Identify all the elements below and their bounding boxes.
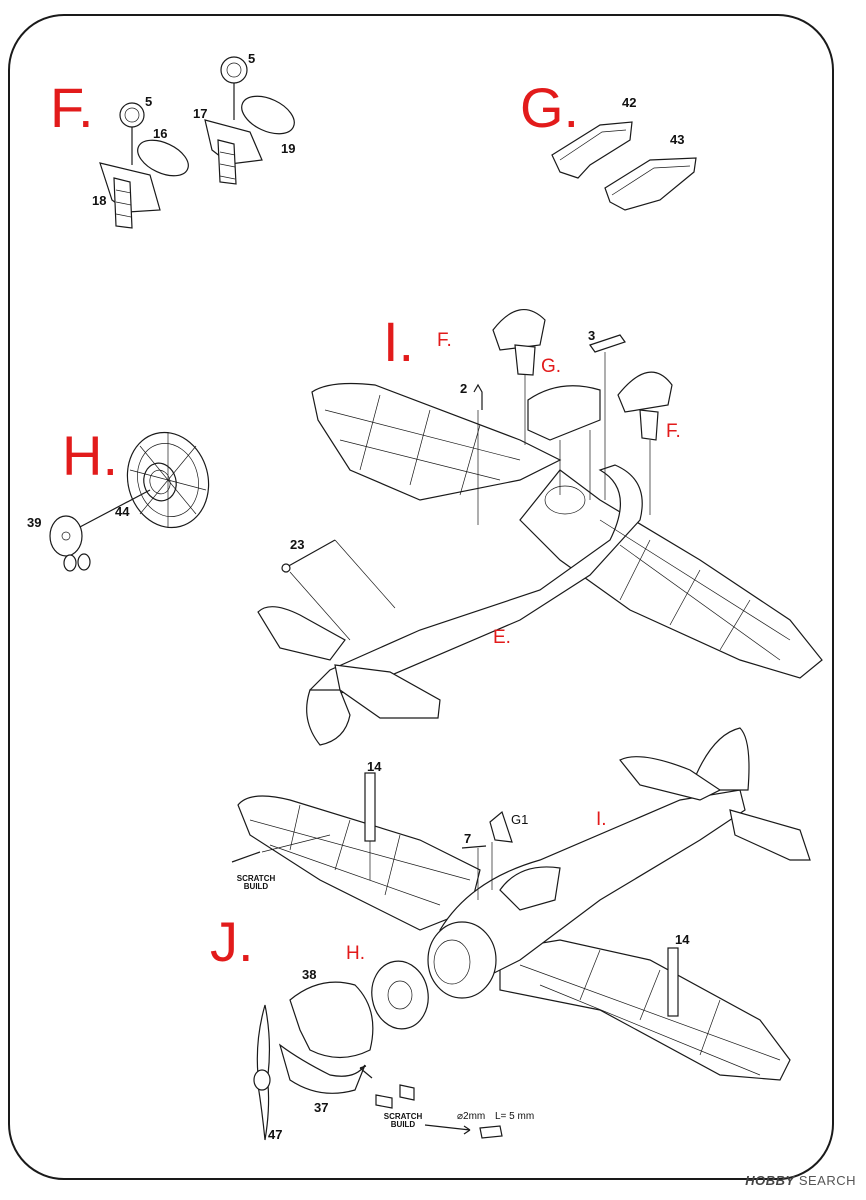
part-number: 16 xyxy=(153,126,168,141)
part-number: 18 xyxy=(92,193,107,208)
part-number: 5 xyxy=(145,94,153,109)
ref-f-2: F. xyxy=(666,421,681,442)
part-number: 37 xyxy=(314,1100,329,1115)
part-number: 14 xyxy=(675,932,690,947)
engine-assembly xyxy=(49,431,210,572)
part-number: 39 xyxy=(27,515,42,530)
instruction-sheet-border xyxy=(8,14,834,1180)
part-number: 5 xyxy=(248,51,256,66)
seat-assembly-f-right xyxy=(204,56,295,185)
canopy-frames xyxy=(551,121,697,211)
part-number: 47 xyxy=(268,1127,283,1142)
part-number: 44 xyxy=(115,504,130,519)
ref-i: I. xyxy=(596,809,607,830)
aircraft-bottom-view xyxy=(231,727,811,1141)
scratch-build-note: SCRATCH BUILD xyxy=(383,1112,423,1130)
part-number: 19 xyxy=(281,141,296,156)
part-number: 43 xyxy=(670,132,685,147)
ref-h: H. xyxy=(346,943,365,964)
step-label-f: F. xyxy=(50,76,94,139)
part-number: 23 xyxy=(290,537,305,552)
seat-assembly-f-left xyxy=(99,102,189,229)
ref-f-1: F. xyxy=(437,330,452,351)
part-number: 42 xyxy=(622,95,637,110)
part-number: G1 xyxy=(511,812,529,827)
ref-e: E. xyxy=(493,627,511,648)
part-number: 3 xyxy=(588,328,596,343)
part-number: 38 xyxy=(302,967,317,982)
scratch-build-note: SCRATCH BUILD xyxy=(236,874,276,892)
step-label-i: I. xyxy=(383,310,415,373)
step-label-g: G. xyxy=(520,76,580,139)
watermark-suffix: SEARCH xyxy=(798,1173,856,1188)
part-number: 2 xyxy=(460,381,468,396)
diameter-label: ⌀2mm xyxy=(457,1111,486,1122)
watermark-brand: HOBBY xyxy=(745,1173,795,1188)
ref-g: G. xyxy=(541,356,562,377)
aircraft-top-view xyxy=(257,309,823,746)
step-label-h: H. xyxy=(62,424,118,487)
part-number: 7 xyxy=(464,831,472,846)
part-number: 14 xyxy=(367,759,382,774)
part-number: 17 xyxy=(193,106,208,121)
watermark: HOBBY SEARCH xyxy=(745,1173,856,1188)
length-label: L= 5 mm xyxy=(495,1111,535,1122)
step-label-j: J. xyxy=(210,910,254,973)
